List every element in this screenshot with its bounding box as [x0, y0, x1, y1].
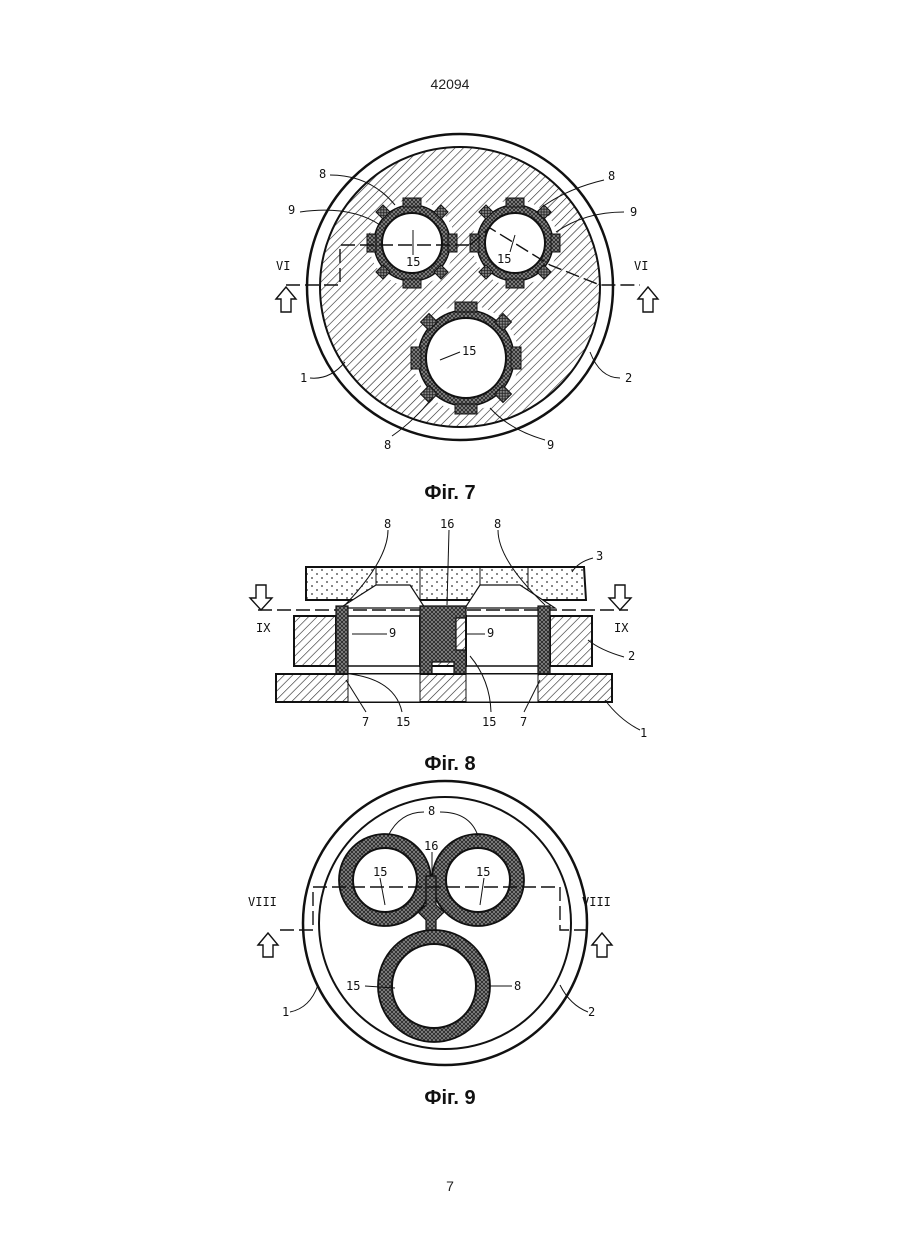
label-7: 7 — [520, 715, 527, 729]
section-arrow-left — [258, 933, 278, 957]
section-arrow-right — [638, 287, 658, 312]
plate-3 — [306, 567, 586, 600]
page-number: 7 — [0, 1178, 900, 1194]
figure-9: 8 16 15 15 15 8 VIII VIII 1 2 — [248, 781, 612, 1065]
bore-15 — [392, 944, 476, 1028]
label-16: 16 — [424, 839, 438, 853]
label-8: 8 — [514, 979, 521, 993]
label-15: 15 — [497, 252, 511, 266]
label-8: 8 — [384, 438, 391, 452]
section-label-left: VI — [276, 259, 290, 273]
label-15: 15 — [396, 715, 410, 729]
label-16: 16 — [440, 517, 454, 531]
figure-8: 8 16 8 3 9 9 IX IX 2 7 15 15 7 1 — [250, 517, 647, 740]
body-2-right — [550, 616, 592, 666]
label-15: 15 — [346, 979, 360, 993]
label-1: 1 — [640, 726, 647, 740]
bore-15 — [485, 213, 545, 273]
section-label-left: VIII — [248, 895, 277, 909]
label-7: 7 — [362, 715, 369, 729]
body-2-left — [294, 616, 336, 666]
section-label-left: IX — [256, 621, 271, 635]
label-9: 9 — [288, 203, 295, 217]
tube-wall-8 — [538, 606, 550, 674]
bore-15 — [446, 848, 510, 912]
section-label-right: VIII — [582, 895, 611, 909]
label-2: 2 — [628, 649, 635, 663]
section-arrow-right — [592, 933, 612, 957]
label-1: 1 — [282, 1005, 289, 1019]
label-15: 15 — [406, 255, 420, 269]
section-arrow-right — [609, 585, 631, 610]
label-3: 3 — [596, 549, 603, 563]
label-8: 8 — [428, 804, 435, 818]
label-15: 15 — [476, 865, 490, 879]
section-label-right: VI — [634, 259, 648, 273]
label-2: 2 — [625, 371, 632, 385]
label-15: 15 — [373, 865, 387, 879]
label-9: 9 — [389, 626, 396, 640]
label-8: 8 — [319, 167, 326, 181]
tube-assembly-top-left — [367, 198, 457, 288]
label-8: 8 — [494, 517, 501, 531]
label-1: 1 — [300, 371, 307, 385]
section-arrow-left — [250, 585, 272, 610]
tube-wall-8 — [336, 606, 348, 674]
label-15: 15 — [482, 715, 496, 729]
tube-assembly-bottom — [411, 302, 521, 414]
tube-assembly-top-right — [470, 198, 560, 288]
label-15: 15 — [462, 344, 476, 358]
label-2: 2 — [588, 1005, 595, 1019]
base-plate-1 — [276, 674, 612, 702]
section-label-right: IX — [614, 621, 629, 635]
label-8: 8 — [608, 169, 615, 183]
figure-8-caption: Фіг. 8 — [0, 753, 900, 776]
figure-9-caption: Фіг. 9 — [0, 1087, 900, 1110]
bore-15 — [426, 318, 506, 398]
figure-7: 8 9 15 8 9 15 15 VI VI 1 2 8 9 — [276, 134, 658, 452]
figure-7-caption: Фіг. 7 — [0, 482, 900, 505]
label-9: 9 — [547, 438, 554, 452]
section-arrow-left — [276, 287, 296, 312]
label-9: 9 — [487, 626, 494, 640]
label-8: 8 — [384, 517, 391, 531]
label-9: 9 — [630, 205, 637, 219]
